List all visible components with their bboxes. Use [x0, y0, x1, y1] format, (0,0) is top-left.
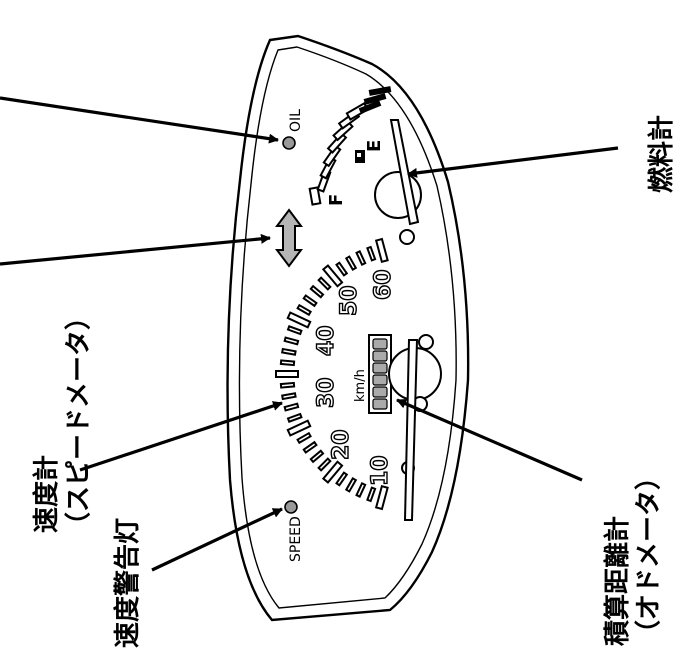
odometer-digit-cell	[372, 398, 388, 410]
speed-tick	[279, 359, 296, 367]
fuel-needle	[389, 119, 420, 226]
speed-tick	[317, 276, 332, 291]
speed-number-50: 50	[337, 285, 362, 316]
speed-tick	[281, 392, 297, 401]
speed-tick	[286, 311, 312, 329]
speed-tick	[344, 477, 358, 493]
meter-housing	[226, 34, 470, 622]
speed-tick	[321, 460, 344, 484]
speed-number-40: 40	[314, 325, 339, 356]
speed-needle	[403, 339, 419, 521]
speed-tick	[374, 484, 389, 511]
speed-warning-leader-arrow	[151, 507, 283, 572]
fuel-gauge-label: 燃料計	[647, 114, 677, 193]
speedometer-label: 速度計	[32, 454, 62, 533]
speed-tick	[286, 325, 303, 336]
fuel-gauge-ticks	[308, 102, 370, 206]
speed-tick	[281, 347, 297, 356]
speed-tick	[317, 457, 332, 472]
turn-signal-indicator	[275, 208, 303, 268]
speed-tick	[286, 412, 303, 423]
speed-tick	[335, 471, 349, 487]
oil-label: OIL	[288, 109, 304, 132]
speed-tick	[355, 482, 367, 498]
odometer: 000000	[0, 0, 392, 414]
fuel-empty-ticks	[358, 86, 392, 114]
meter-face-outline	[238, 46, 457, 609]
speed-tick	[355, 250, 367, 266]
speed-tick	[309, 449, 325, 464]
turn-signal-leader-arrow	[0, 233, 271, 266]
fuel-full-label: F	[326, 194, 347, 206]
odometer-digits: 000000	[0, 0, 4, 1]
speedometer-ticks	[275, 237, 389, 511]
speed-number-60: 60	[371, 269, 396, 300]
speed-tick	[283, 402, 300, 412]
speed-number-30: 30	[314, 377, 339, 408]
speed-warning-light	[284, 500, 298, 514]
speed-tick	[286, 419, 312, 437]
speed-number-10: 10	[368, 455, 393, 486]
odometer-leader-arrow	[396, 398, 583, 482]
speed-tick	[321, 264, 344, 288]
speed-tick	[279, 381, 296, 389]
odometer-sublabel: （オドメータ）	[634, 463, 664, 646]
odometer-digit-cell	[372, 374, 388, 386]
speed-tick	[309, 284, 325, 299]
fuel-pivot	[399, 229, 415, 245]
speed-warning-label: 速度警告灯	[113, 517, 143, 648]
speed-tick	[283, 336, 300, 346]
speed-unit-label: km/h	[353, 369, 368, 402]
speed-tick	[296, 431, 312, 445]
speed-hub-screw-top	[418, 334, 434, 350]
speedometer-sublabel: （スピードメータ）	[64, 303, 94, 538]
speed-number-20: 20	[329, 429, 354, 460]
speed-tick	[366, 245, 377, 262]
speed-tick	[302, 294, 318, 308]
speedometer-leader-arrow	[79, 401, 283, 472]
oil-leader-arrow	[0, 96, 279, 144]
speed-tick	[344, 255, 358, 271]
fuel-pump-icon	[355, 150, 365, 163]
odometer-digit-cell	[372, 386, 388, 398]
odometer-digit-cell	[372, 350, 388, 362]
speed-tick	[335, 261, 349, 277]
speed-tick	[374, 237, 389, 264]
oil-warning-light	[282, 136, 296, 150]
odometer-digit-cell	[372, 338, 388, 350]
fuel-empty-label: E	[364, 140, 385, 152]
speed-tick	[275, 370, 299, 378]
speed-tick	[302, 440, 318, 454]
speed-label: SPEED	[288, 516, 304, 562]
speed-tick	[366, 486, 377, 503]
odometer-label: 積算距離計	[603, 515, 633, 646]
speedometer-numbers: 10 20 30 40 50 60	[313, 269, 396, 487]
odometer-digit-cell	[372, 362, 388, 374]
fuel-leader-arrow	[407, 146, 619, 178]
speed-tick	[296, 303, 312, 317]
